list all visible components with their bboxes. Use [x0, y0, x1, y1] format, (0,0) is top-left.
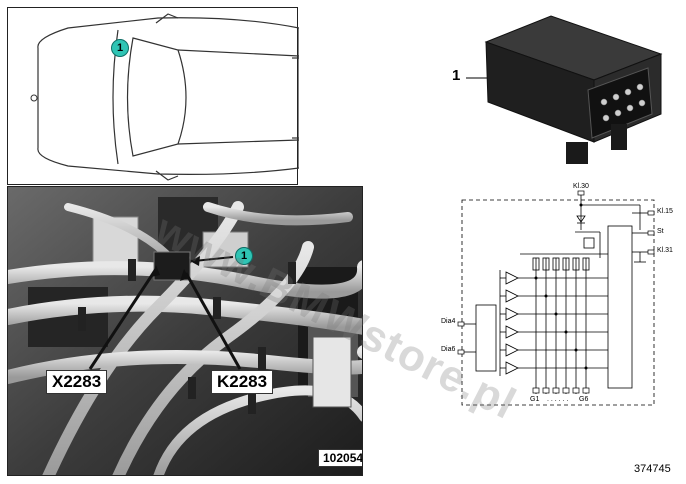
harness-photo: [8, 187, 362, 475]
relay-label-k2283: K2283: [211, 370, 274, 394]
photo-code: 102054: [318, 449, 362, 467]
component-callout-1: 1: [452, 67, 461, 84]
figure-id: 374745: [634, 463, 671, 475]
terminal-label-st: St: [657, 228, 664, 235]
car-overview-panel: 1: [7, 7, 300, 185]
connector-label-x2283: X2283: [46, 370, 108, 394]
terminal-label-kl30: Kl.30: [573, 183, 589, 190]
installation-photo-panel: 1 X2283 K2283 102054: [7, 186, 363, 476]
photo-callout-1: 1: [235, 247, 253, 265]
terminal-label-dia6: Dia6: [441, 346, 456, 353]
emblem-mark: [30, 94, 38, 102]
terminal-label-g6: G6: [579, 396, 589, 403]
relay-module-render: [484, 15, 663, 164]
terminal-label-kl31: Kl.31: [657, 247, 673, 254]
terminal-label-dia4: Dia4: [441, 318, 456, 325]
terminal-label-kl15: Kl.15: [657, 208, 673, 215]
terminal-label-g1: G1: [530, 396, 540, 403]
terminal-label-dots: . . . . . .: [547, 396, 569, 403]
module-boundary: [461, 199, 655, 406]
overview-callout-1: 1: [111, 39, 129, 57]
